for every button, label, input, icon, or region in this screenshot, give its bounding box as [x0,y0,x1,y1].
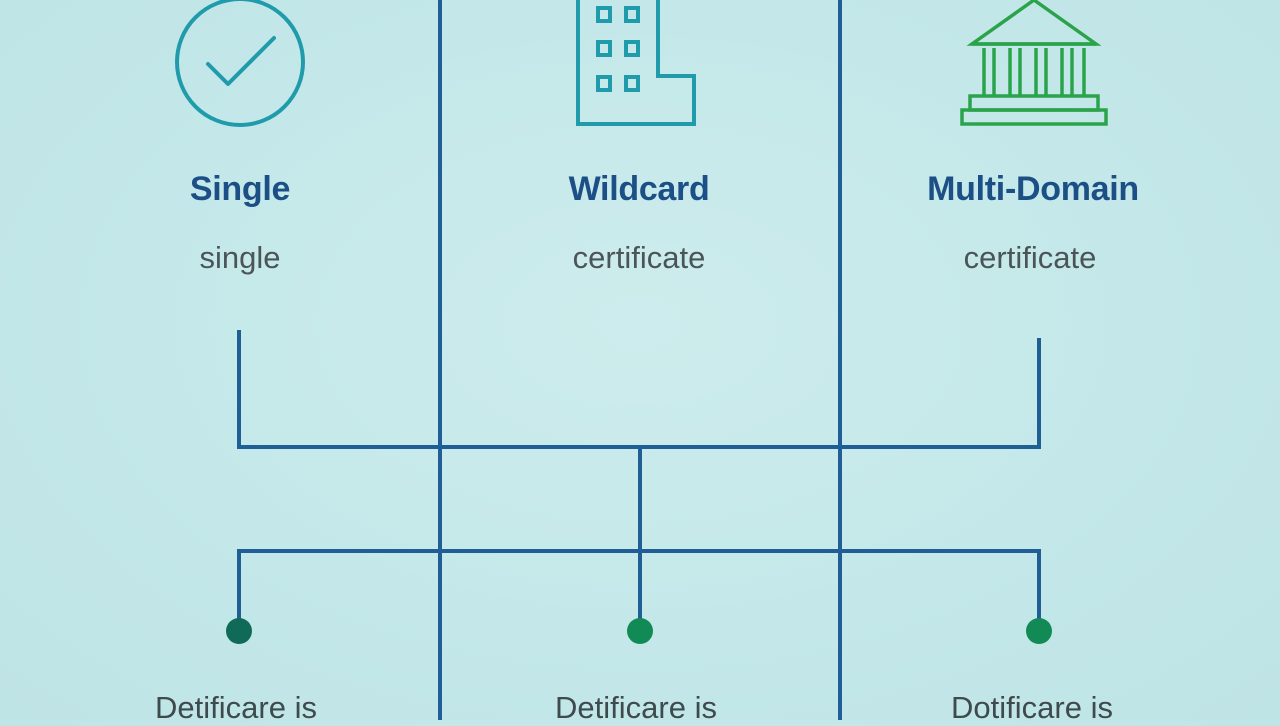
column-title-single: Single [189,170,291,208]
node-dot-left [226,618,252,644]
node-dot-right [1026,618,1052,644]
bank-icon [960,0,1108,126]
circle-check-icon [175,0,305,127]
column-title-wildcard: Wildcard [568,170,710,208]
bottom-label-left: Detificare is [155,690,317,725]
building-icon [576,0,696,126]
bottom-label-right: Dotificare is [951,690,1113,725]
node-dot-center [627,618,653,644]
column-subtitle-single: single [199,240,281,275]
column-title-multi-domain: Multi-Domain [927,170,1139,208]
upper-bracket [237,330,1041,449]
column-subtitle-multi-domain: certificate [963,240,1097,275]
bottom-label-center: Detificare is [555,690,717,725]
column-subtitle-wildcard: certificate [572,240,706,275]
